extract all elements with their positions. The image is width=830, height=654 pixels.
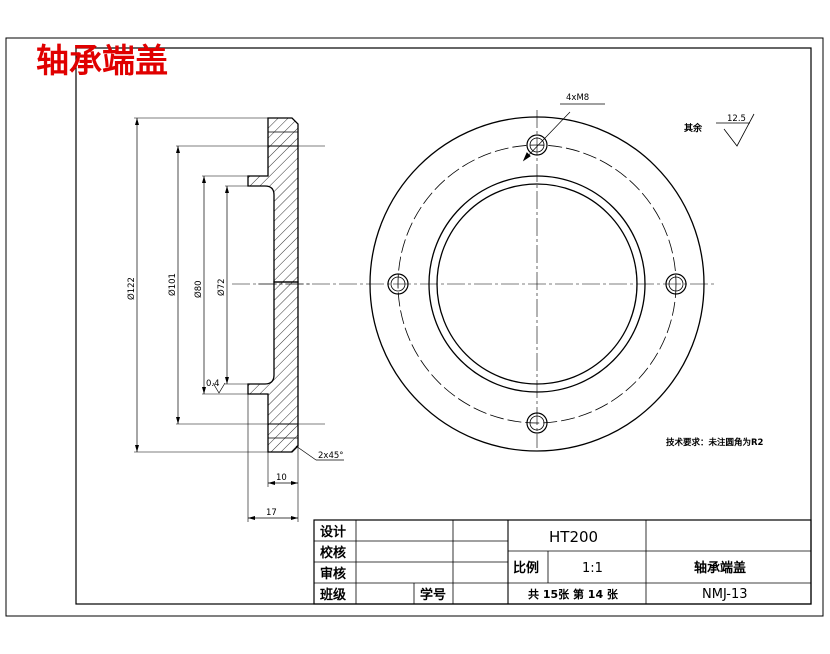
dim-d122: Ø122 xyxy=(126,277,137,300)
dim-w17: 17 xyxy=(266,508,277,518)
tb-design: 设计 xyxy=(320,524,346,540)
front-view xyxy=(258,103,716,452)
section-hatch-upper xyxy=(247,117,299,283)
roughness-label: 其余 xyxy=(684,122,703,134)
tb-class: 班级 xyxy=(320,587,347,603)
dim-w10: 10 xyxy=(276,473,287,483)
drawing-title: 轴承端盖 xyxy=(36,41,168,80)
tb-student-no: 学号 xyxy=(420,587,446,603)
tech-requirement: 技术要求：未注圆角为R2 xyxy=(666,437,764,448)
tb-check: 校核 xyxy=(320,545,346,561)
section-view: Ø122 Ø101 Ø80 Ø72 0.4 2x45° 10 17 xyxy=(126,117,344,522)
roughness-value: 12.5 xyxy=(727,114,746,124)
dim-d72: Ø72 xyxy=(216,278,227,296)
roughness-symbol xyxy=(716,113,755,147)
dim-chamfer: 2x45° xyxy=(318,451,344,461)
tb-part-name: 轴承端盖 xyxy=(694,560,746,576)
outer-border xyxy=(5,37,824,617)
tb-material: HT200 xyxy=(549,528,598,546)
section-hatch-lower xyxy=(247,281,299,453)
tb-scale-value: 1:1 xyxy=(582,561,603,576)
tb-review: 审核 xyxy=(320,566,346,582)
dim-small: 0.4 xyxy=(206,379,220,389)
title-block xyxy=(313,519,812,605)
tb-drawing-no: NMJ-13 xyxy=(702,587,748,602)
dim-d101: Ø101 xyxy=(167,273,178,296)
hole-callout: 4xM8 xyxy=(566,93,589,103)
tb-scale-label: 比例 xyxy=(513,560,539,576)
dim-d80: Ø80 xyxy=(193,280,204,298)
tb-sheets: 共 15张 第 14 张 xyxy=(528,587,619,601)
